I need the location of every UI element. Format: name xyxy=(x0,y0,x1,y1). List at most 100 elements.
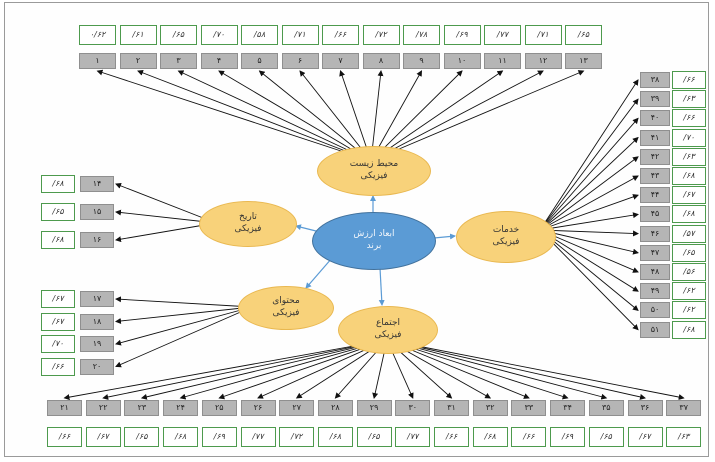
loading-top-8: /۷۲ xyxy=(362,25,400,45)
construct-history: تاریخ فیزیکی xyxy=(199,201,297,247)
loading-top-10: /۶۹ xyxy=(443,25,481,45)
indicator-top-1: ۱ xyxy=(79,53,116,69)
construct-content-line1: محتوای xyxy=(272,296,300,307)
indicator-content-2: ۱۸ xyxy=(80,313,114,330)
arrow-top-9 xyxy=(375,70,422,153)
arrow-top-11 xyxy=(383,70,504,153)
arrow-top-8 xyxy=(371,70,384,153)
construct-history-line2: فیزیکی xyxy=(234,224,262,234)
arrow-right-2 xyxy=(539,98,639,231)
loading-bottom-9: /۶۵ xyxy=(356,427,392,447)
loading-right-5: /۶۳ xyxy=(672,147,706,166)
arrow-bottom-1 xyxy=(63,339,388,401)
arrow-right-11 xyxy=(539,229,639,273)
arrow-top-7 xyxy=(339,70,369,153)
arrow-top-5 xyxy=(258,70,361,153)
construct-social: اجتماع فیزیکی xyxy=(338,306,438,354)
loading-right-3: /۶۶ xyxy=(672,109,706,128)
indicator-bottom-12: ۳۲ xyxy=(472,400,508,416)
construct-content: محتوای فیزیکی xyxy=(238,286,334,330)
loading-history-1: /۶۸ xyxy=(41,175,75,193)
loading-bottom-1: /۶۶ xyxy=(47,427,82,447)
indicator-bottom-6: ۲۶ xyxy=(240,400,276,416)
loading-bottom-7: /۷۲ xyxy=(279,427,315,447)
indicator-right-3: ۴۰ xyxy=(640,110,670,127)
arrow-right-10 xyxy=(539,229,639,255)
loading-bottom-6: /۷۷ xyxy=(240,427,276,447)
loading-top-11: /۷۷ xyxy=(484,25,521,45)
indicator-right-8: ۴۵ xyxy=(640,206,670,223)
indicator-history-2: ۱۵ xyxy=(80,204,114,220)
arrow-bottom-14 xyxy=(386,339,569,400)
construct-services-line1: خدمات xyxy=(492,225,520,236)
arrow-top-2 xyxy=(137,70,349,153)
loading-bottom-13: /۶۶ xyxy=(511,427,547,447)
indicator-right-2: ۳۹ xyxy=(640,91,670,108)
arrow-top-10 xyxy=(379,70,463,153)
arrow-content-4 xyxy=(115,306,253,368)
arrow-right-3 xyxy=(539,117,639,231)
indicator-bottom-9: ۲۹ xyxy=(356,400,392,416)
indicator-top-2: ۲ xyxy=(119,53,157,69)
arrow-top-12 xyxy=(387,70,544,153)
loading-content-3: /۷۰ xyxy=(41,335,75,353)
arrow-right-1 xyxy=(539,79,639,231)
arrow-content-2 xyxy=(115,306,253,324)
loading-bottom-16: /۶۷ xyxy=(627,427,663,447)
loading-right-7: /۶۷ xyxy=(672,186,706,205)
construct-brand-value-line2: برند xyxy=(366,241,382,251)
loading-top-7: /۶۶ xyxy=(322,25,359,45)
arrow-bottom-15 xyxy=(386,339,608,400)
loading-top-12: /۷۱ xyxy=(524,25,562,45)
indicator-content-3: ۱۹ xyxy=(80,336,114,352)
loading-top-3: /۶۵ xyxy=(160,25,197,45)
arrow-right-14 xyxy=(539,229,639,331)
indicator-bottom-17: ۳۷ xyxy=(666,400,702,416)
arrow-bottom-2 xyxy=(102,339,388,400)
loading-right-8: /۶۸ xyxy=(672,205,706,224)
loading-right-2: /۶۳ xyxy=(672,90,706,109)
arrow-bottom-3 xyxy=(140,339,388,400)
loading-top-9: /۷۸ xyxy=(403,25,440,45)
structural-arrow-content xyxy=(305,257,333,289)
loading-content-4: /۶۶ xyxy=(41,357,75,376)
arrow-bottom-17 xyxy=(386,339,685,400)
indicator-right-13: ۵۰ xyxy=(640,302,670,319)
indicator-top-7: ۷ xyxy=(322,53,359,69)
indicator-right-11: ۴۸ xyxy=(640,264,670,280)
loading-top-2: /۶۱ xyxy=(119,25,157,45)
loading-history-2: /۶۵ xyxy=(41,203,75,221)
construct-brand-value-line1: ابعاد ارزش xyxy=(353,229,395,240)
loading-content-1: /۶۷ xyxy=(41,290,75,308)
arrow-top-13 xyxy=(391,70,585,153)
indicator-right-4: ۴۱ xyxy=(640,129,670,146)
arrow-right-12 xyxy=(539,229,639,292)
indicator-bottom-14: ۳۴ xyxy=(550,400,586,416)
indicator-history-1: ۱۴ xyxy=(80,176,114,192)
loading-right-12: /۶۲ xyxy=(672,282,706,301)
construct-content-line2: فیزیکی xyxy=(272,308,300,318)
loading-right-9: /۵۷ xyxy=(672,224,706,243)
indicator-top-13: ۱۳ xyxy=(565,53,602,69)
indicator-content-1: ۱۷ xyxy=(80,291,114,307)
construct-social-line2: فیزیکی xyxy=(374,330,402,340)
loading-bottom-11: /۶۶ xyxy=(434,427,469,447)
arrow-history-1 xyxy=(115,183,217,224)
indicator-bottom-11: ۳۱ xyxy=(434,400,469,416)
loading-content-2: /۶۷ xyxy=(41,312,75,331)
loading-bottom-4: /۶۸ xyxy=(163,427,199,447)
indicator-bottom-2: ۲۲ xyxy=(85,400,121,416)
arrow-top-1 xyxy=(96,69,345,153)
loading-bottom-3: /۶۵ xyxy=(124,427,160,447)
indicator-top-9: ۹ xyxy=(403,53,440,69)
arrow-top-6 xyxy=(299,70,365,153)
loading-history-3: /۶۸ xyxy=(41,231,75,249)
indicator-bottom-10: ۳۰ xyxy=(395,400,431,416)
loading-right-6: /۶۸ xyxy=(672,167,706,185)
loading-right-11: /۵۶ xyxy=(672,263,706,281)
arrow-right-5 xyxy=(539,156,639,231)
indicator-right-14: ۵۱ xyxy=(640,321,670,338)
loading-bottom-5: /۶۹ xyxy=(201,427,237,447)
indicator-top-11: ۱۱ xyxy=(484,53,521,69)
indicator-bottom-16: ۳۶ xyxy=(627,400,663,416)
